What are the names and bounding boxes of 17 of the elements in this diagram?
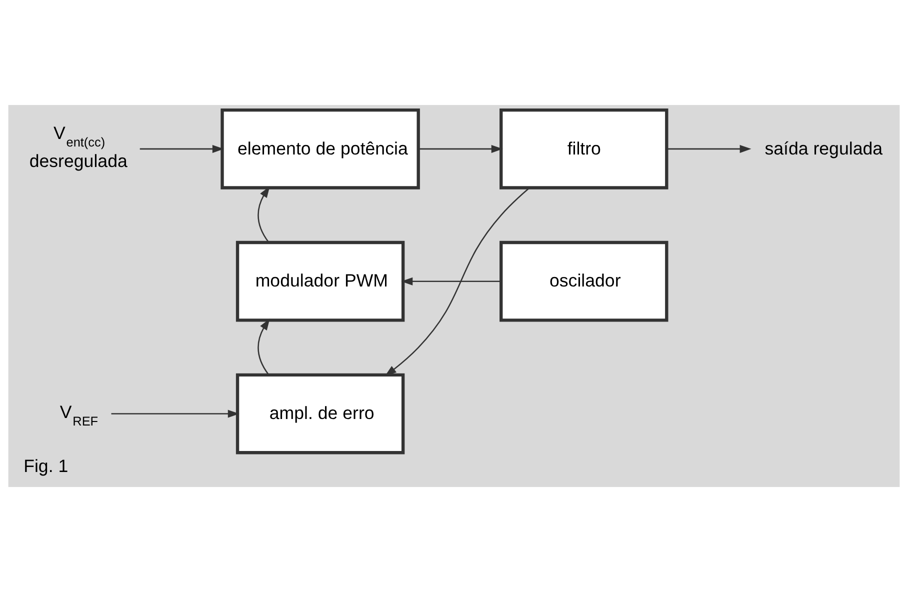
arrow — [666, 144, 752, 152]
arrow — [111, 409, 240, 418]
arrow — [258, 318, 270, 374]
arrow — [384, 186, 530, 376]
arrow — [401, 276, 501, 285]
arrow — [140, 144, 224, 152]
node-text: saída regulada — [764, 138, 883, 158]
node-text: V$_{REF}$ — [60, 401, 98, 428]
node-box: elemento de potência — [220, 108, 420, 189]
node-box: ampl. de erro — [236, 372, 405, 454]
caption: Fig. 1 — [24, 455, 68, 476]
arrow — [418, 144, 503, 152]
node-box: oscilador — [500, 240, 668, 322]
arrow — [258, 186, 270, 242]
node-box: modulador PWM — [236, 240, 405, 322]
node-box: filtro — [500, 108, 668, 189]
node-text: V$_{ent(cc)}$ desregulada — [29, 122, 128, 171]
